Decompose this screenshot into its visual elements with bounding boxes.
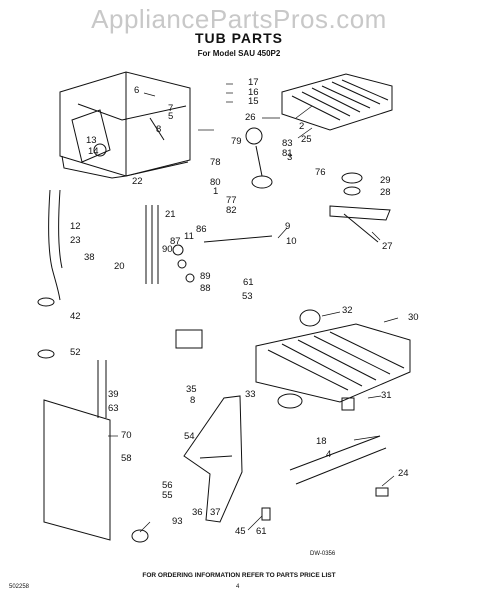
- callout-90: 90: [162, 244, 173, 255]
- callout-5: 5: [168, 111, 174, 122]
- callout-27: 27: [382, 241, 393, 252]
- callout-79: 79: [231, 136, 242, 147]
- callout-29: 29: [380, 175, 391, 186]
- callout-31: 31: [381, 390, 392, 401]
- callout-39: 39: [108, 389, 119, 400]
- callout-81: 81: [282, 148, 293, 159]
- callout-26: 26: [245, 112, 256, 123]
- callout-24: 24: [398, 468, 409, 479]
- callout-2: 2: [299, 121, 305, 132]
- dishwasher-tub: [59, 71, 191, 179]
- callout-76: 76: [315, 167, 326, 178]
- model-line: For Model SAU 450P2: [197, 49, 281, 58]
- callout-9: 9: [285, 221, 291, 232]
- pump-and-valve-parts: [172, 127, 273, 349]
- upper-dish-rack: [281, 73, 393, 131]
- ordering-note: FOR ORDERING INFORMATION REFER TO PARTS …: [142, 572, 336, 579]
- callout-78: 78: [210, 157, 221, 168]
- callout-37: 37: [210, 507, 221, 518]
- callout-77: 77: [226, 195, 237, 206]
- callout-23: 23: [70, 235, 81, 246]
- callout-80: 80: [210, 177, 221, 188]
- callout-63: 63: [108, 403, 119, 414]
- callout-56: 56: [162, 480, 173, 491]
- watermark: AppliancePartsPros.com: [91, 4, 387, 34]
- callout-20: 20: [114, 261, 125, 272]
- spray-arm-assembly: [329, 172, 391, 243]
- callout-61: 61: [243, 277, 254, 288]
- callout-13: 13: [86, 135, 97, 146]
- callout-54: 54: [184, 431, 195, 442]
- callout-70: 70: [121, 430, 132, 441]
- callout-11: 11: [184, 231, 194, 242]
- door-panel: [43, 360, 111, 541]
- callout-21: 21: [165, 209, 176, 220]
- callout-10: 10: [286, 236, 297, 247]
- callout-36: 36: [192, 507, 203, 518]
- hoses: [48, 189, 159, 301]
- callout-17: 17: [248, 77, 259, 88]
- callout-18: 18: [316, 436, 327, 447]
- callout-58: 58: [121, 453, 132, 464]
- drawing-number: DW-0356: [310, 551, 336, 557]
- callout-45: 45: [235, 526, 246, 537]
- callout-14: 14: [88, 146, 99, 157]
- mounting-bracket: [183, 395, 243, 523]
- document-code: 502258: [9, 584, 30, 590]
- callout-86: 86: [196, 224, 207, 235]
- callout-61-secondary: 61: [256, 526, 267, 537]
- callout-1: 1: [213, 186, 219, 197]
- callout-7: 7: [168, 103, 174, 114]
- callout-42: 42: [70, 311, 81, 322]
- page-title: TUB PARTS: [194, 30, 284, 46]
- small-parts: [37, 297, 389, 543]
- callout-28: 28: [380, 187, 391, 198]
- callout-52: 52: [70, 347, 81, 358]
- page-number: 4: [236, 584, 240, 590]
- callout-55: 55: [162, 490, 173, 501]
- callout-3: 3: [287, 152, 293, 163]
- callout-35: 35: [186, 384, 197, 395]
- callout-87: 87: [170, 236, 181, 247]
- callout-38: 38: [84, 252, 95, 263]
- callout-25: 25: [301, 134, 312, 145]
- callout-30: 30: [408, 312, 419, 323]
- callout-15: 15: [248, 96, 259, 107]
- callout-82: 82: [226, 205, 237, 216]
- callout-89: 89: [200, 271, 211, 282]
- callout-4: 4: [326, 449, 332, 460]
- callout-93: 93: [172, 516, 183, 527]
- callout-leader-lines: [108, 83, 399, 533]
- callout-32: 32: [342, 305, 353, 316]
- callout-8-secondary: 8: [190, 395, 196, 406]
- callout-88: 88: [200, 283, 211, 294]
- callout-6: 6: [134, 85, 140, 96]
- callout-22: 22: [132, 176, 143, 187]
- callout-33: 33: [245, 389, 256, 400]
- callout-53: 53: [242, 291, 253, 302]
- callout-16: 16: [248, 87, 259, 98]
- callout-8: 8: [156, 124, 162, 135]
- callout-83: 83: [282, 138, 293, 149]
- lower-dish-rack: [255, 323, 411, 403]
- callout-12: 12: [70, 221, 81, 232]
